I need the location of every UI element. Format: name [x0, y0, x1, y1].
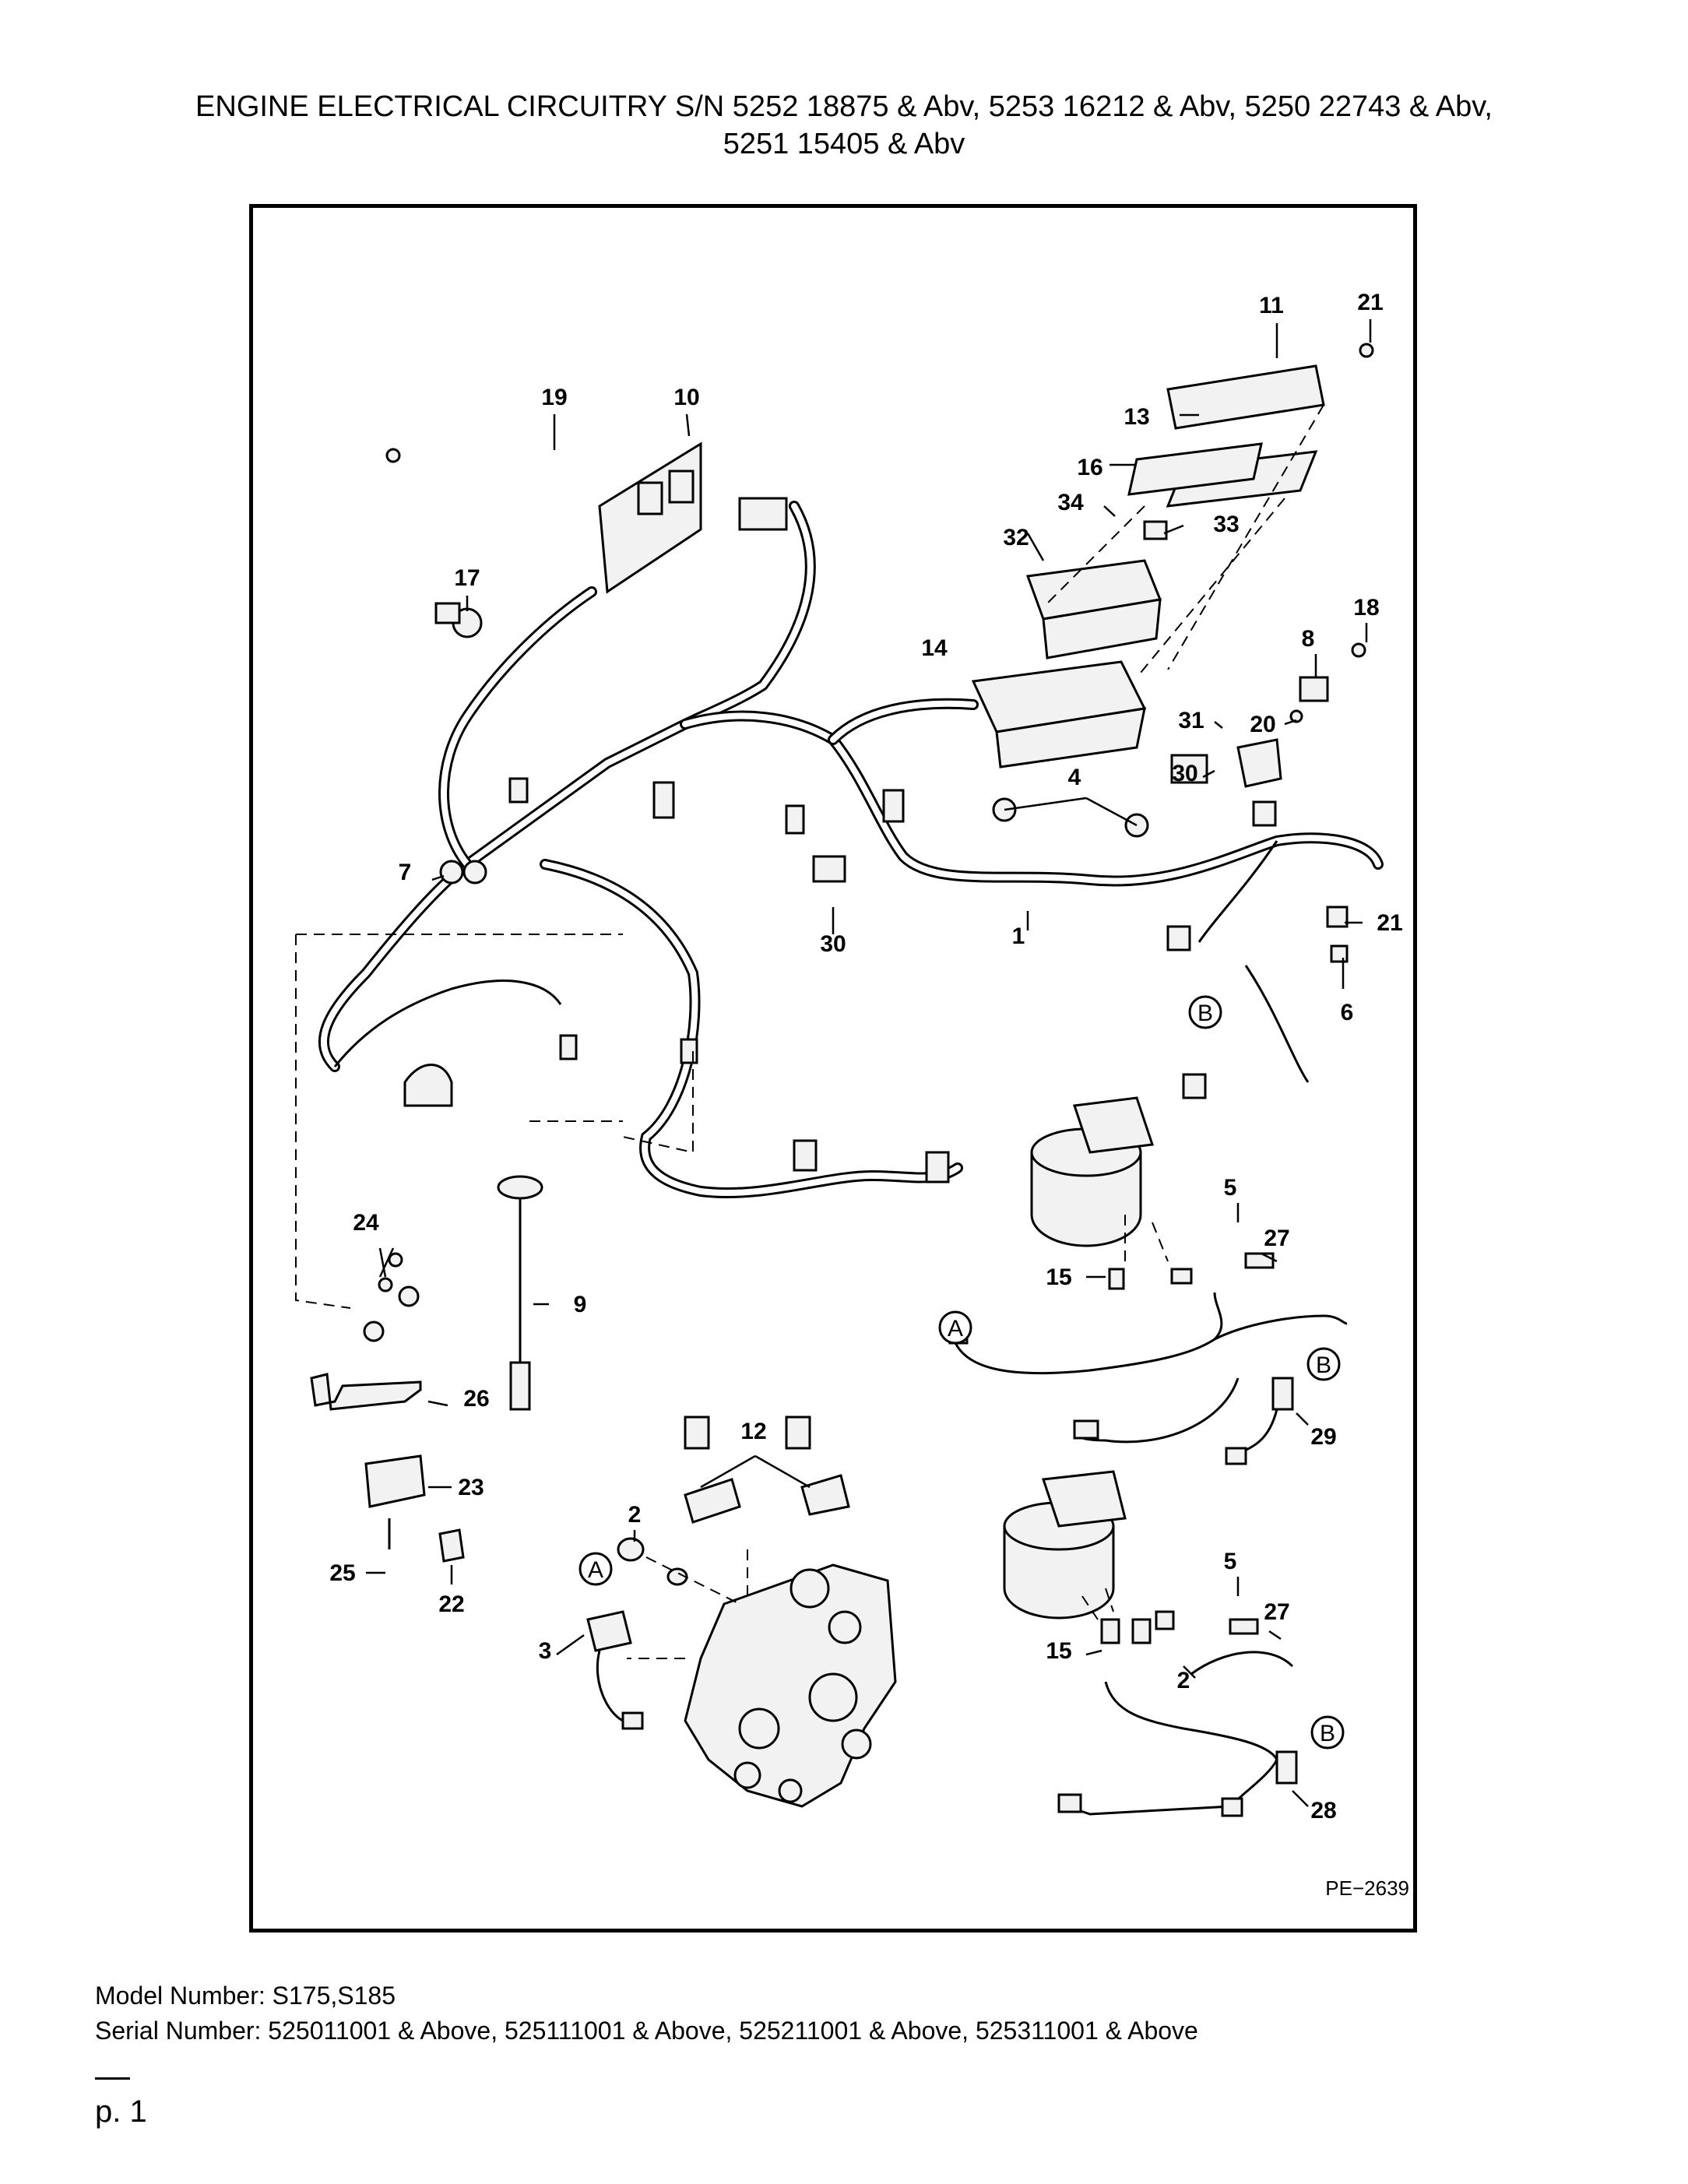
callout-25: 25: [329, 1560, 355, 1586]
callout-16: 16: [1077, 455, 1102, 480]
callout-28: 28: [1310, 1798, 1336, 1824]
page-title-line-2: 5251 15405 & Abv: [723, 128, 965, 160]
serial-number: Serial Number: 525011001 & Above, 525111…: [95, 2017, 1198, 2045]
callout-7: 7: [399, 860, 412, 885]
callout-15b: 15: [1046, 1638, 1071, 1664]
callout-12: 12: [740, 1419, 766, 1444]
callout-3: 3: [539, 1638, 552, 1664]
leader-lines: [366, 319, 1372, 1807]
callout-5a: 5: [1224, 1175, 1237, 1201]
engine-controller-part-10: [598, 441, 788, 594]
callout-14: 14: [921, 635, 948, 661]
fuel-sender-part-9: [497, 1175, 543, 1411]
callout-15a: 15: [1046, 1264, 1071, 1290]
callout-31: 31: [1178, 708, 1204, 733]
connector-b-2: B: [1316, 1352, 1331, 1378]
figure-id: PE−2639: [1325, 1876, 1409, 1900]
harness-connectors: [403, 777, 1277, 1183]
callout-21b: 21: [1377, 910, 1402, 936]
callout-13: 13: [1124, 404, 1149, 430]
fuse-relay-box-group: [971, 364, 1325, 768]
hydraulic-valve-block: [586, 1416, 897, 1808]
callout-6: 6: [1341, 1000, 1354, 1025]
lower-filter-assembly: [1003, 1470, 1298, 1817]
callout-22: 22: [438, 1591, 464, 1617]
callout-30b: 30: [1172, 761, 1197, 786]
callout-4: 4: [1068, 765, 1081, 790]
model-number: Model Number: S175,S185: [95, 1982, 396, 2010]
callout-2b: 2: [1177, 1668, 1190, 1693]
callout-1: 1: [1012, 923, 1025, 949]
callout-9: 9: [574, 1292, 587, 1317]
main-harness: [318, 501, 1384, 1199]
connector-b-3: B: [1320, 1721, 1335, 1746]
callout-26: 26: [463, 1386, 489, 1412]
page-divider: [95, 2077, 130, 2080]
diagram-frame: [249, 204, 1417, 1933]
connector-b-1: B: [1197, 1001, 1213, 1026]
callout-23: 23: [458, 1475, 484, 1500]
callout-34: 34: [1057, 490, 1084, 515]
callout-18: 18: [1353, 595, 1379, 621]
callout-24: 24: [353, 1210, 379, 1236]
callout-19: 19: [541, 385, 567, 410]
callout-10: 10: [673, 385, 699, 410]
callout-labels: 1 2 2 3 4 5 5 6 7 8 9 10 11 12 13 14 15 …: [329, 290, 1402, 1824]
callout-11: 11: [1259, 293, 1284, 318]
connector-a-2: A: [588, 1557, 603, 1583]
relay-bracket-group: [295, 934, 694, 1563]
page-number: p. 1: [95, 2094, 147, 2129]
callout-8: 8: [1302, 626, 1315, 652]
connector-markers: B A B A B: [578, 995, 1345, 1750]
page-title-line-1: ENGINE ELECTRICAL CIRCUITRY S/N 5252 188…: [195, 90, 1493, 123]
callout-20: 20: [1250, 712, 1275, 737]
small-parts: [385, 343, 1374, 963]
upper-filter-assembly: [948, 1096, 1348, 1465]
callout-30a: 30: [820, 931, 846, 957]
callout-32: 32: [1003, 525, 1029, 550]
callout-21a: 21: [1357, 290, 1383, 315]
connector-a-1: A: [948, 1316, 963, 1342]
callout-27a: 27: [1264, 1226, 1289, 1251]
callout-2a: 2: [628, 1502, 642, 1528]
callout-17: 17: [454, 565, 480, 591]
callout-29: 29: [1310, 1424, 1336, 1450]
callout-5b: 5: [1224, 1549, 1237, 1574]
callout-27b: 27: [1264, 1599, 1289, 1625]
callout-33: 33: [1213, 512, 1239, 537]
